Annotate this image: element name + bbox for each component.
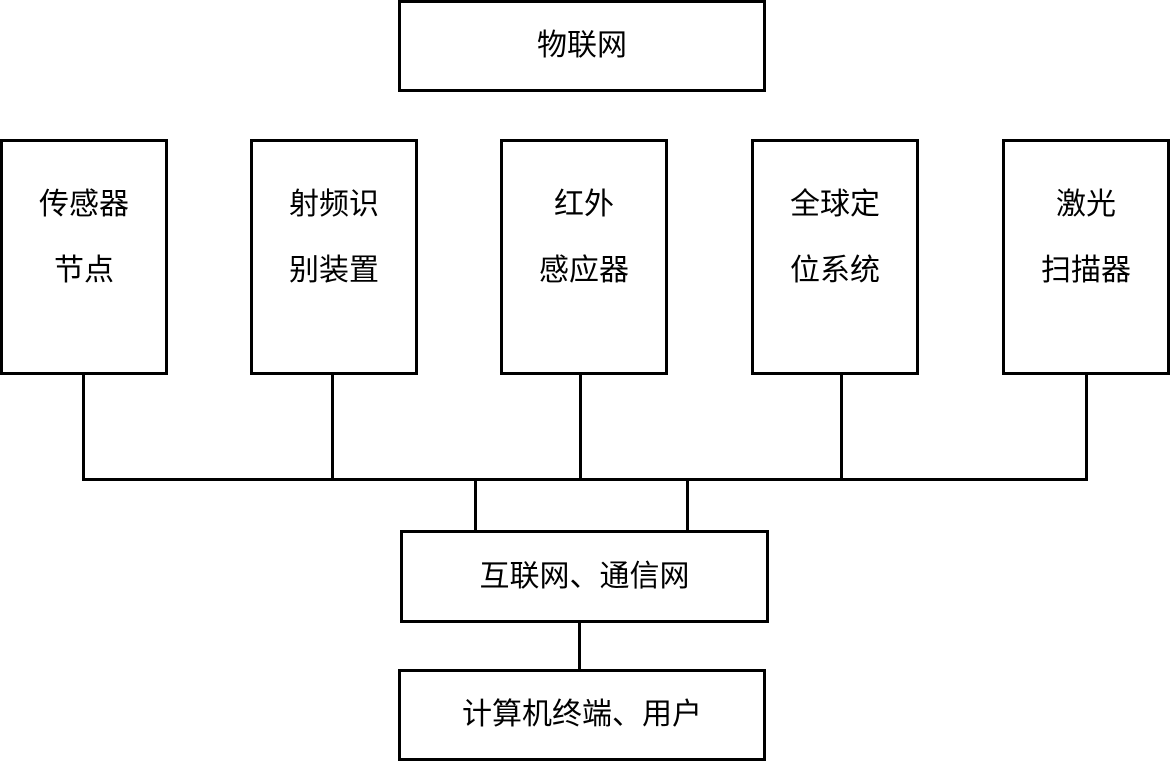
device-box-infrared: 红外 感应器 <box>500 139 668 375</box>
device-box-rfid: 射频识 别装置 <box>250 139 418 375</box>
device-label-line1: 红外 <box>554 187 614 222</box>
device-label-line2: 扫描器 <box>1041 253 1131 288</box>
device-label-line1: 传感器 <box>39 187 129 222</box>
iot-box: 物联网 <box>398 0 766 92</box>
device-box-sensor-node: 传感器 节点 <box>0 139 168 375</box>
network-label: 互联网、通信网 <box>479 558 690 594</box>
bus-to-network-left <box>474 478 477 532</box>
connector-line-laser <box>1085 373 1088 481</box>
device-label-line2: 别装置 <box>289 253 379 288</box>
connector-line-sensor <box>82 373 85 481</box>
device-label-line1: 全球定 <box>790 187 880 222</box>
connector-line-rfid <box>331 373 334 481</box>
device-label-line2: 感应器 <box>539 253 629 288</box>
device-box-laser-scanner: 激光 扫描器 <box>1002 139 1170 375</box>
device-box-gps: 全球定 位系统 <box>751 139 919 375</box>
terminal-label: 计算机终端、用户 <box>462 697 702 732</box>
bus-to-network-right <box>686 478 689 532</box>
device-label-line1: 激光 <box>1056 187 1116 222</box>
terminal-box: 计算机终端、用户 <box>398 669 766 761</box>
device-label-line1: 射频识 <box>289 187 379 222</box>
connector-line-gps <box>840 373 843 481</box>
device-label-line2: 位系统 <box>790 253 880 288</box>
iot-label: 物联网 <box>537 28 627 63</box>
network-to-terminal-line <box>578 621 581 671</box>
connector-line-infrared <box>579 373 582 481</box>
device-label-line2: 节点 <box>54 253 114 288</box>
network-box: 互联网、通信网 <box>400 530 769 623</box>
bus-line <box>82 478 1088 481</box>
